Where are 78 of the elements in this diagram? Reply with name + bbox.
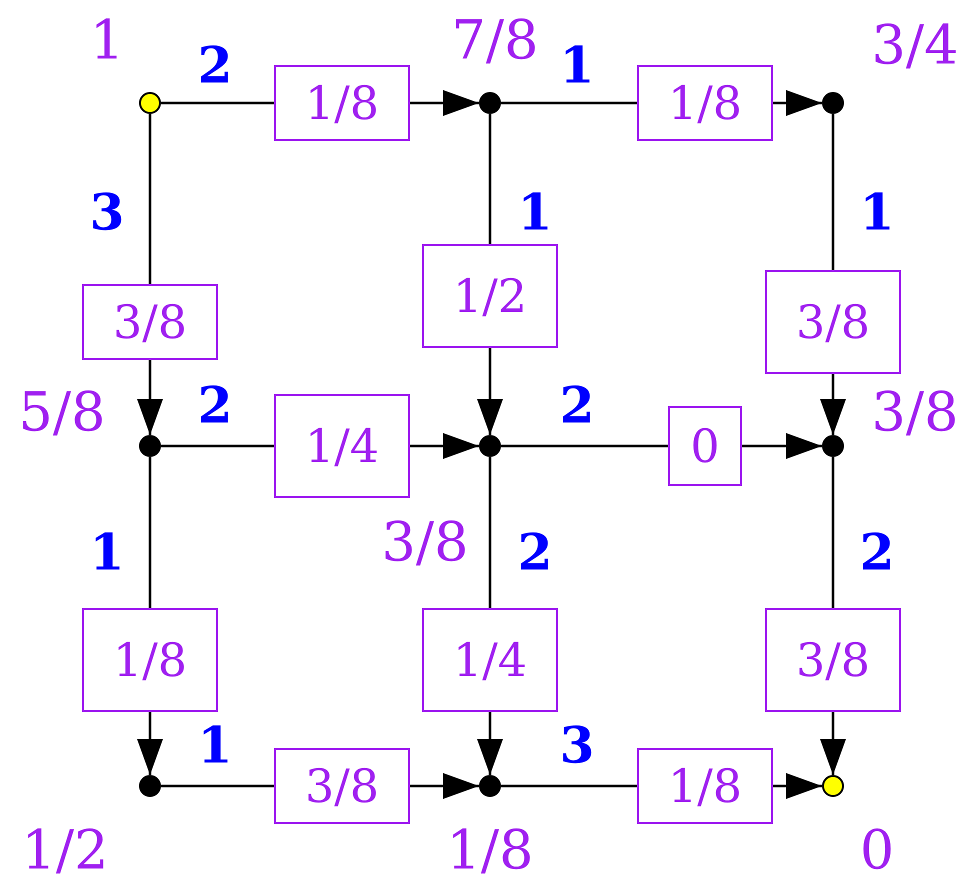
connector-line <box>832 457 834 608</box>
arrow <box>773 773 822 799</box>
weight-label: 2 <box>198 376 232 434</box>
weight-label: 3 <box>90 182 124 242</box>
vertex-dot <box>822 775 844 797</box>
fraction-text: 1/4 <box>304 419 380 473</box>
arrow <box>410 90 479 116</box>
value-box <box>82 608 218 712</box>
arrow <box>742 433 822 459</box>
fraction-text: 1/8 <box>304 76 380 130</box>
vertex-value: 1/2 <box>22 818 108 882</box>
fraction-text: 3/8 <box>796 633 870 687</box>
fraction-text: 1/8 <box>112 633 188 687</box>
vertex-dot <box>822 435 844 457</box>
connector-line <box>488 457 492 608</box>
weight-label: 1 <box>90 522 124 582</box>
value-box <box>274 65 410 141</box>
weight-label: 1 <box>560 36 594 94</box>
vertex-dot <box>479 775 501 797</box>
value-box <box>274 394 410 498</box>
arrow <box>137 712 163 775</box>
weight-label: 2 <box>198 36 232 94</box>
weight-label: 1 <box>860 182 894 242</box>
vertex-value: 1/8 <box>446 818 534 882</box>
vertex-dot <box>479 92 501 114</box>
weight-label: 2 <box>860 522 894 582</box>
arrow <box>477 712 503 775</box>
value-box <box>82 284 218 360</box>
connector-line <box>488 114 492 244</box>
fraction-text: 3/8 <box>112 295 188 349</box>
connector-line <box>161 784 274 788</box>
connector-line <box>148 114 152 284</box>
fraction-text: 3/8 <box>304 759 380 813</box>
connector-line <box>161 444 274 448</box>
fraction-text: 1/8 <box>668 759 742 813</box>
vertex-dot <box>479 435 501 457</box>
arrow <box>820 374 846 435</box>
fraction-text: 0 <box>690 419 720 473</box>
vertex-value: 5/8 <box>18 380 106 444</box>
value-box <box>637 748 773 824</box>
arrow <box>137 360 163 435</box>
value-box <box>765 270 901 374</box>
value-box <box>637 65 773 141</box>
weight-label: 1 <box>198 716 232 774</box>
value-box <box>274 748 410 824</box>
connector-line <box>501 784 637 788</box>
vertex-value: 0 <box>860 818 894 882</box>
weight-label: 2 <box>560 376 594 434</box>
vertex-value: 3/4 <box>872 14 958 76</box>
arrow <box>410 433 479 459</box>
vertex-dot <box>822 92 844 114</box>
vertex-dot <box>139 435 161 457</box>
fraction-text: 3/8 <box>796 295 870 349</box>
connector-line <box>148 457 152 608</box>
value-box <box>765 608 901 712</box>
connector-line <box>832 114 834 270</box>
weight-label: 2 <box>518 522 552 582</box>
arrow <box>477 348 503 435</box>
connector-line <box>161 102 274 104</box>
fraction-text: 1/4 <box>452 633 528 687</box>
value-box <box>422 608 558 712</box>
connector-line <box>501 102 637 104</box>
connector-line <box>501 444 668 448</box>
vertex-dot <box>139 775 161 797</box>
vertex-dot <box>139 92 161 114</box>
arrow <box>773 90 822 116</box>
value-box <box>668 406 742 486</box>
weight-label: 1 <box>518 182 552 242</box>
vertex-value: 3/8 <box>382 510 468 574</box>
vertex-value: 3/8 <box>872 380 958 444</box>
vertex-value: 7/8 <box>452 8 538 72</box>
weight-label: 3 <box>560 716 594 774</box>
vertex-value: 1 <box>90 8 124 72</box>
arrow <box>410 773 479 799</box>
arrow <box>820 712 846 775</box>
fraction-text: 1/8 <box>668 76 742 130</box>
fraction-text: 1/2 <box>452 269 528 323</box>
value-box <box>422 244 558 348</box>
